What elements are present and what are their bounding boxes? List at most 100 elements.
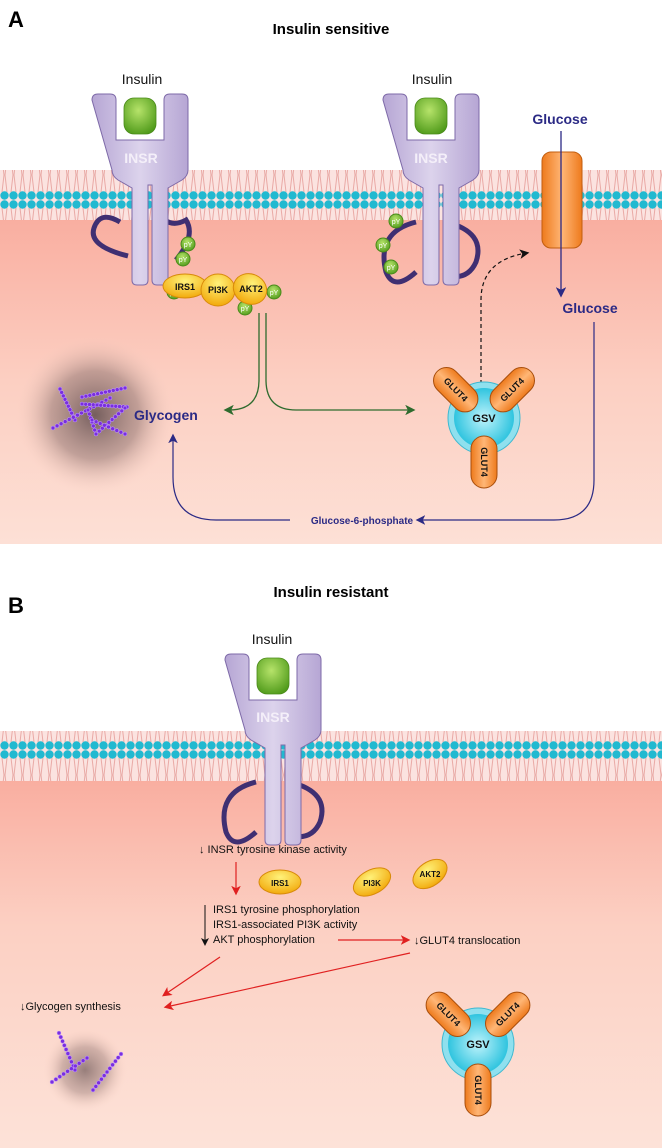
- glycogen-glucose-unit: [83, 402, 88, 407]
- akt-downstream-arrows: [223, 313, 416, 416]
- glycogen-glucose-unit: [54, 423, 60, 429]
- glycogen-glucose-unit: [79, 401, 85, 407]
- glycogen-glucose-unit: [67, 1055, 72, 1060]
- panel-a-letter: A: [8, 7, 24, 32]
- glycogen-glucose-unit: [109, 403, 115, 409]
- glycogen-glucose-unit: [67, 417, 72, 422]
- svg-text:GSV: GSV: [472, 413, 496, 425]
- glycogen-glucose-unit: [85, 407, 91, 413]
- insulin-label-1: Insulin: [122, 71, 162, 87]
- svg-text:pY: pY: [241, 306, 250, 313]
- panel-a-title: Insulin sensitive: [273, 21, 390, 38]
- panel-b-title: Insulin resistant: [273, 584, 388, 601]
- glycogen-glucose-unit: [106, 424, 111, 430]
- glycogen-glucose-unit: [104, 1069, 110, 1075]
- glycogen-glucose-unit: [102, 403, 107, 408]
- insr-label-1: INSR: [124, 150, 157, 166]
- akt2-b: AKT2: [412, 858, 448, 890]
- glycogen-glucose-unit: [56, 1030, 62, 1036]
- glycogen-glucose-unit: [110, 1062, 115, 1068]
- insulin-label-2: Insulin: [412, 71, 452, 87]
- glycogen-glucose-unit: [80, 1058, 86, 1063]
- svg-text:pY: pY: [387, 265, 396, 272]
- panel-b-letter: B: [8, 593, 24, 618]
- glycogen-glucose-unit: [71, 415, 76, 420]
- svg-text:pY: pY: [379, 243, 388, 250]
- insulin-receptor-1: Insulin INSR: [90, 71, 192, 286]
- glycogen-glucose-unit: [109, 417, 115, 422]
- glycogen-glucose-unit: [99, 390, 104, 396]
- glycogen-glucose-unit: [91, 392, 96, 397]
- glut4-translocation-effect: ↓GLUT4 translocation: [414, 935, 520, 947]
- g6p-to-glycogen-arrow: [168, 433, 290, 521]
- glycogen-glucose-unit: [84, 1055, 90, 1061]
- membrane-b: [0, 731, 662, 781]
- glycogen-glucose-unit: [65, 1069, 70, 1074]
- intracellular-loop-1: [90, 214, 129, 259]
- glycogen-granule-b: [43, 1028, 127, 1112]
- insr-label-2: INSR: [414, 150, 447, 166]
- glucose-to-g6p-arrow: [415, 322, 595, 525]
- insr-label-b: INSR: [256, 709, 289, 725]
- glut4-membrane-transporter: [541, 151, 583, 249]
- glycogen-glucose-unit: [69, 1066, 74, 1071]
- translocation-arrow: [480, 249, 530, 398]
- glycogen-glucose-unit: [93, 1084, 99, 1089]
- glycogen-glucose-unit: [91, 423, 96, 429]
- svg-text:AKT2: AKT2: [420, 870, 441, 879]
- pi3k-protein: PI3K: [200, 273, 236, 307]
- svg-text:pY: pY: [270, 290, 279, 297]
- insulin-receptor-2: Insulin INSR pY pY pY: [375, 71, 481, 286]
- irs1-b: IRS1: [258, 869, 302, 895]
- svg-text:GLUT4: GLUT4: [473, 1075, 483, 1105]
- akt2-protein: AKT2: [232, 273, 268, 305]
- glycogen-glucose-unit: [94, 402, 100, 408]
- pi3k-activity-effect: IRS1-associated PI3K activity: [213, 919, 358, 931]
- gsv-vesicle-a: GLUT4 GLUT4 GLUT4 GSV: [433, 367, 535, 489]
- glycogen-glucose-unit: [73, 1063, 78, 1069]
- glycogen-glucose-unit: [96, 428, 102, 434]
- glycogen-glucose-unit: [98, 403, 103, 408]
- glycogen-glucose-unit: [65, 1051, 71, 1056]
- glycogen-glucose-unit: [96, 1080, 101, 1086]
- glycogen-glucose-unit: [102, 423, 107, 428]
- svg-text:GSV: GSV: [466, 1039, 490, 1051]
- glycogen-glucose-unit: [115, 1055, 121, 1060]
- akt-phos-effect: AKT phosphorylation: [213, 934, 315, 946]
- glycogen-glucose-unit: [58, 421, 64, 426]
- glycogen-glucose-unit: [95, 391, 100, 396]
- svg-text:AKT2: AKT2: [239, 284, 263, 294]
- svg-text:pY: pY: [184, 242, 193, 249]
- insulin-receptor-b: Insulin INSR: [221, 631, 325, 846]
- glycogen-glucose-unit: [101, 1073, 107, 1078]
- glycogen-glucose-unit: [118, 430, 124, 435]
- svg-text:PI3K: PI3K: [208, 285, 229, 295]
- svg-text:PI3K: PI3K: [363, 879, 381, 888]
- glycogen-glucose-unit: [57, 1074, 63, 1079]
- glycogen-glucose-unit: [113, 414, 118, 419]
- glycogen-glucose-unit: [122, 385, 128, 391]
- glycogen-glucose-unit: [58, 1034, 64, 1040]
- glycogen-glucose-unit: [93, 419, 99, 424]
- glycogen-glucose-unit: [63, 1047, 69, 1052]
- glycogen-glucose-unit: [98, 421, 103, 426]
- glycogen-glucose-unit: [87, 411, 92, 417]
- glycogen-glucose-unit: [114, 387, 120, 392]
- glycogen-glucose-unit: [62, 1043, 67, 1048]
- pi3k-b: PI3K: [352, 867, 392, 897]
- glycogen-glucose-unit: [75, 412, 80, 418]
- glycogen-glucose-unit: [116, 411, 121, 417]
- irs1-protein: IRS1: [162, 273, 208, 299]
- glycogen-glucose-unit: [60, 1038, 65, 1044]
- glycogen-glucose-unit: [92, 427, 97, 433]
- glycogen-glucose-unit: [87, 393, 93, 398]
- glucose-extracellular-label: Glucose: [532, 111, 587, 127]
- glycogen-glucose-unit: [87, 402, 92, 407]
- glycogen-glucose-unit: [89, 417, 95, 423]
- glycogen-glucose-unit: [114, 428, 119, 433]
- glycogen-glucose-unit: [118, 386, 124, 392]
- g6p-label: Glucose-6-phosphate: [311, 516, 414, 527]
- insulin-label-b: Insulin: [252, 631, 292, 647]
- gsv-vesicle-b: GLUT4 GLUT4 GLUT4 GSV: [425, 991, 531, 1117]
- glycogen-glucose-unit: [111, 388, 116, 393]
